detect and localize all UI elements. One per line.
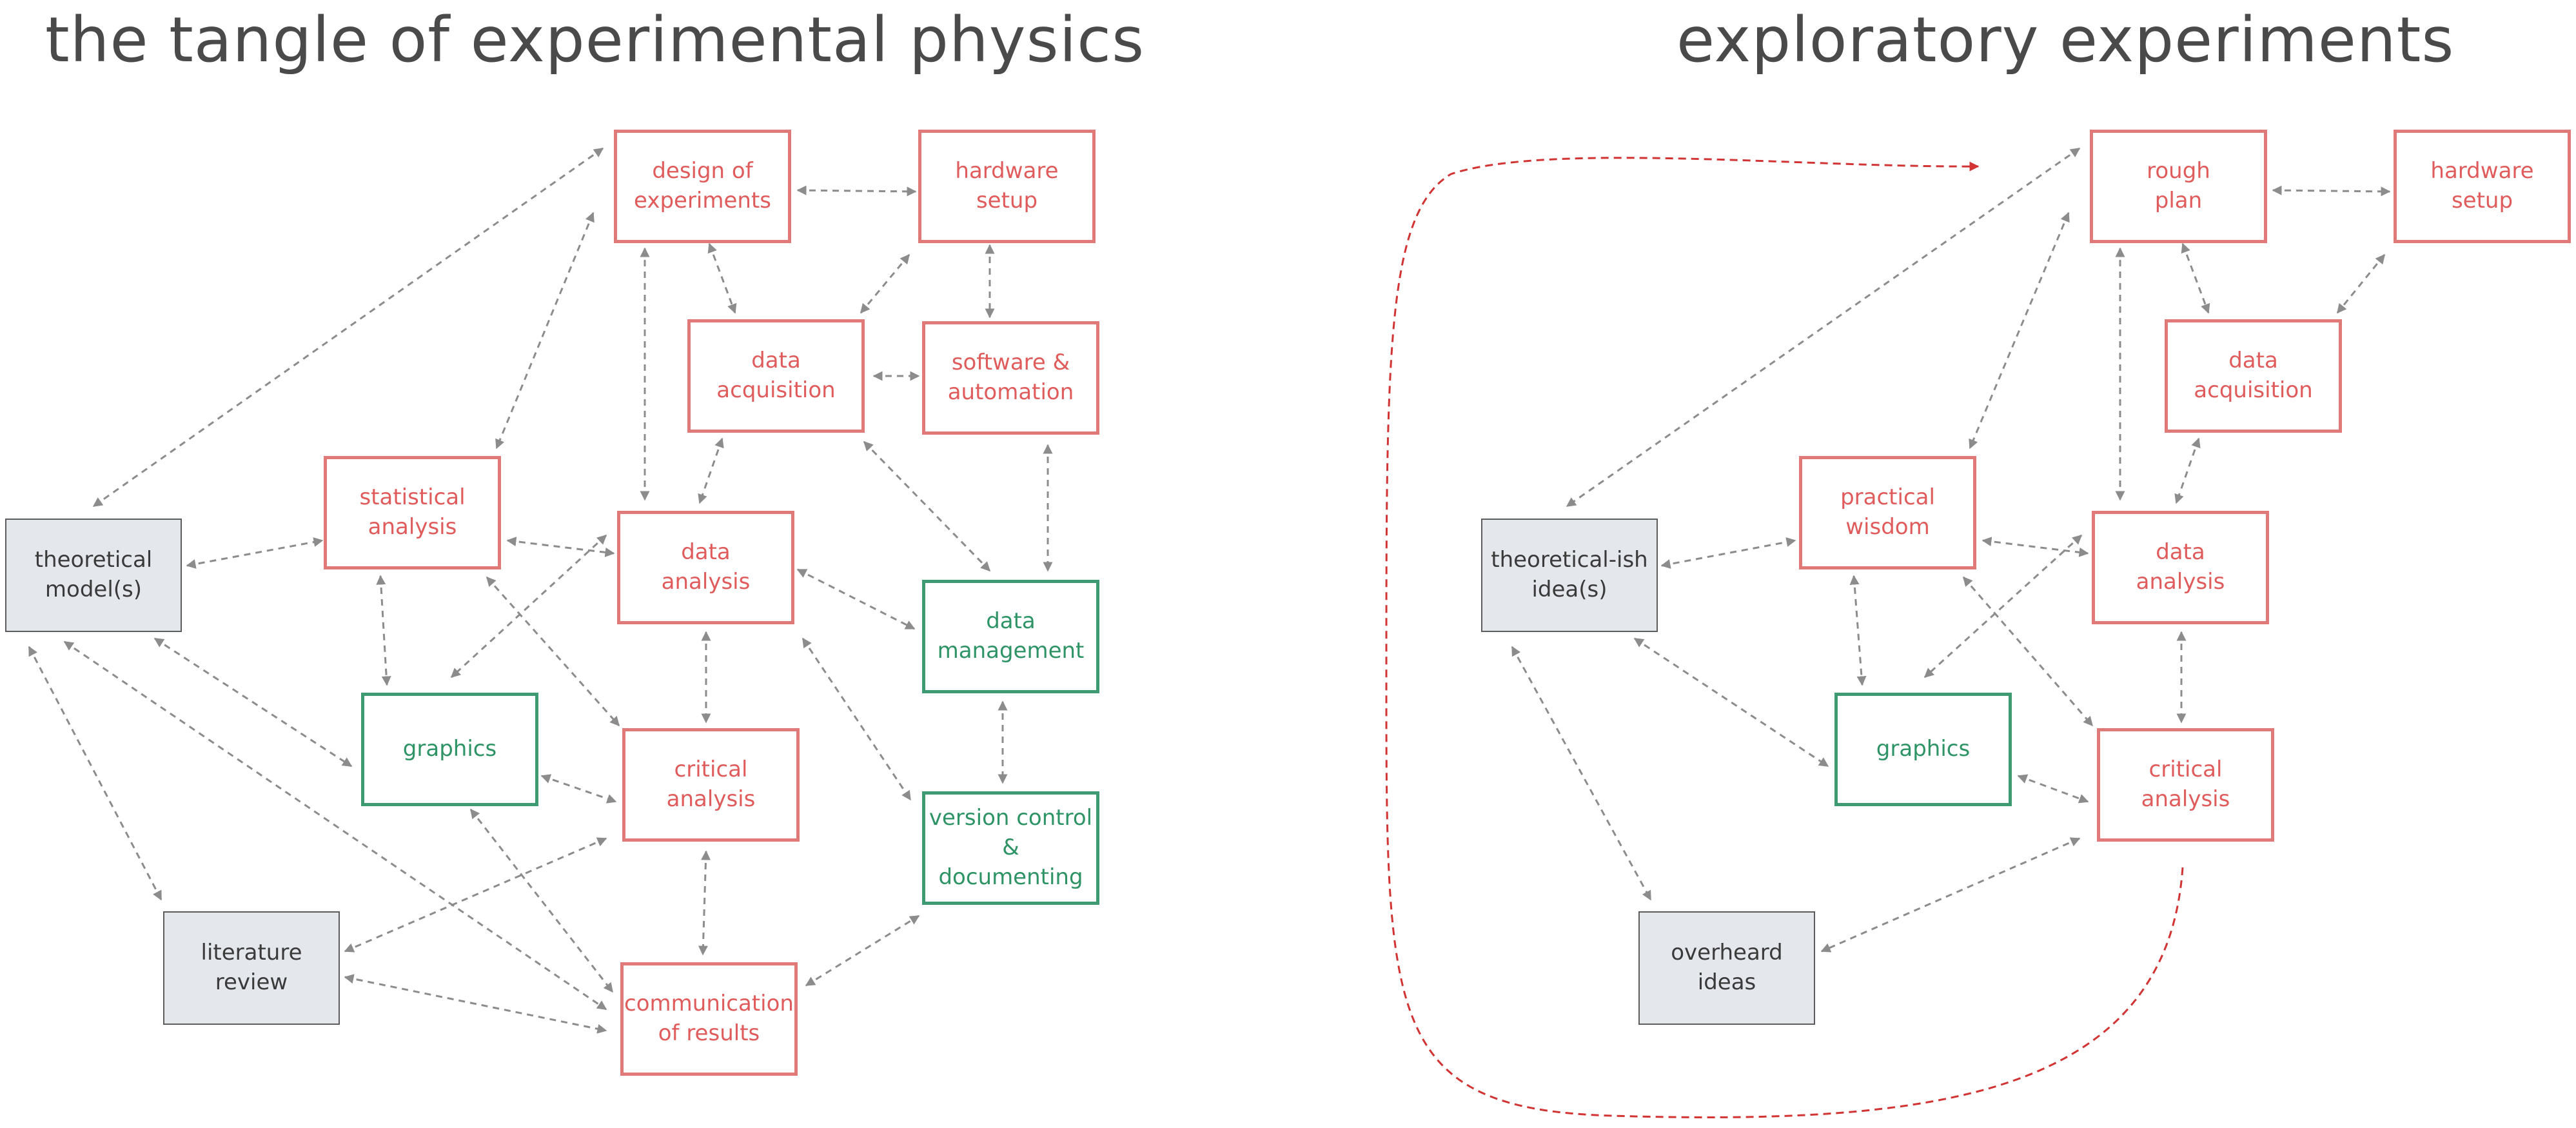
iteration-loop-arrow (1385, 157, 2184, 1118)
connector-arrow (344, 974, 607, 1034)
node-statistical-analysis: statistical analysis (324, 456, 501, 569)
connector-arrow (2336, 253, 2386, 314)
connector-arrow (801, 637, 912, 801)
connector-arrow (495, 212, 595, 450)
node-communication-of-results: communication of results (620, 962, 798, 1076)
connector-arrow (2272, 185, 2391, 197)
connector-arrow (1633, 637, 1829, 767)
right-diagram-title: exploratory experiments (1676, 4, 2455, 76)
connector-arrow (28, 646, 162, 901)
connector-arrow (2017, 774, 2089, 804)
connector-arrow (376, 575, 391, 686)
connector-arrow (153, 637, 353, 767)
connector-arrow (698, 850, 711, 956)
node-critical-analysis-right: critical analysis (2097, 728, 2274, 842)
node-overheard-ideas: overheard ideas (1638, 911, 1815, 1025)
node-literature-review: literature review (163, 911, 340, 1025)
connector-arrow (1511, 646, 1652, 901)
connector-arrow (1660, 537, 1796, 569)
connector-arrow (2181, 242, 2210, 314)
node-data-acquisition-right: data acquisition (2165, 319, 2342, 433)
connector-arrow (506, 537, 615, 557)
node-critical-analysis: critical analysis (622, 728, 800, 842)
connector-arrow (186, 537, 324, 569)
connector-arrow (805, 915, 920, 987)
node-theoretical-models: theoretical model(s) (5, 519, 182, 632)
node-data-acquisition: data acquisition (687, 319, 865, 433)
connector-arrow (540, 774, 617, 804)
connector-arrow (796, 185, 917, 197)
connector-arrow (1962, 576, 2094, 727)
connector-arrow (2174, 437, 2201, 504)
node-graphics: graphics (361, 693, 538, 806)
connector-arrow (1969, 212, 2070, 450)
node-practical-wisdom: practical wisdom (1799, 456, 1976, 569)
connector-arrow (344, 837, 607, 953)
node-data-analysis-right: data analysis (2092, 511, 2269, 624)
connector-arrow (1849, 575, 1867, 686)
node-hardware-setup: hardware setup (918, 130, 1096, 243)
connector-arrow (863, 440, 991, 572)
node-theoretical-ish-ideas: theoretical-ish idea(s) (1481, 519, 1658, 632)
node-software-automation: software & automation (922, 321, 1099, 435)
connector-arrow (63, 640, 607, 1011)
node-graphics-right: graphics (1834, 693, 2012, 806)
connector-arrow (698, 437, 724, 504)
connector-arrow (707, 242, 737, 314)
node-design-of-experiments: design of experiments (614, 130, 791, 243)
node-version-control: version control & documenting (922, 791, 1099, 905)
left-diagram-title: the tangle of experimental physics (45, 4, 1145, 76)
node-data-management: data management (922, 580, 1099, 693)
connector-arrow (469, 808, 614, 993)
connector-arrow (1981, 537, 2089, 557)
connector-arrow (92, 147, 604, 508)
connector-arrow (1566, 147, 2081, 508)
node-hardware-setup-right: hardware setup (2394, 130, 2571, 243)
connector-arrow (1820, 837, 2081, 953)
connector-arrow (860, 253, 910, 314)
node-data-analysis: data analysis (617, 511, 794, 624)
connector-arrow (796, 568, 916, 630)
node-rough-plan: rough plan (2090, 130, 2267, 243)
